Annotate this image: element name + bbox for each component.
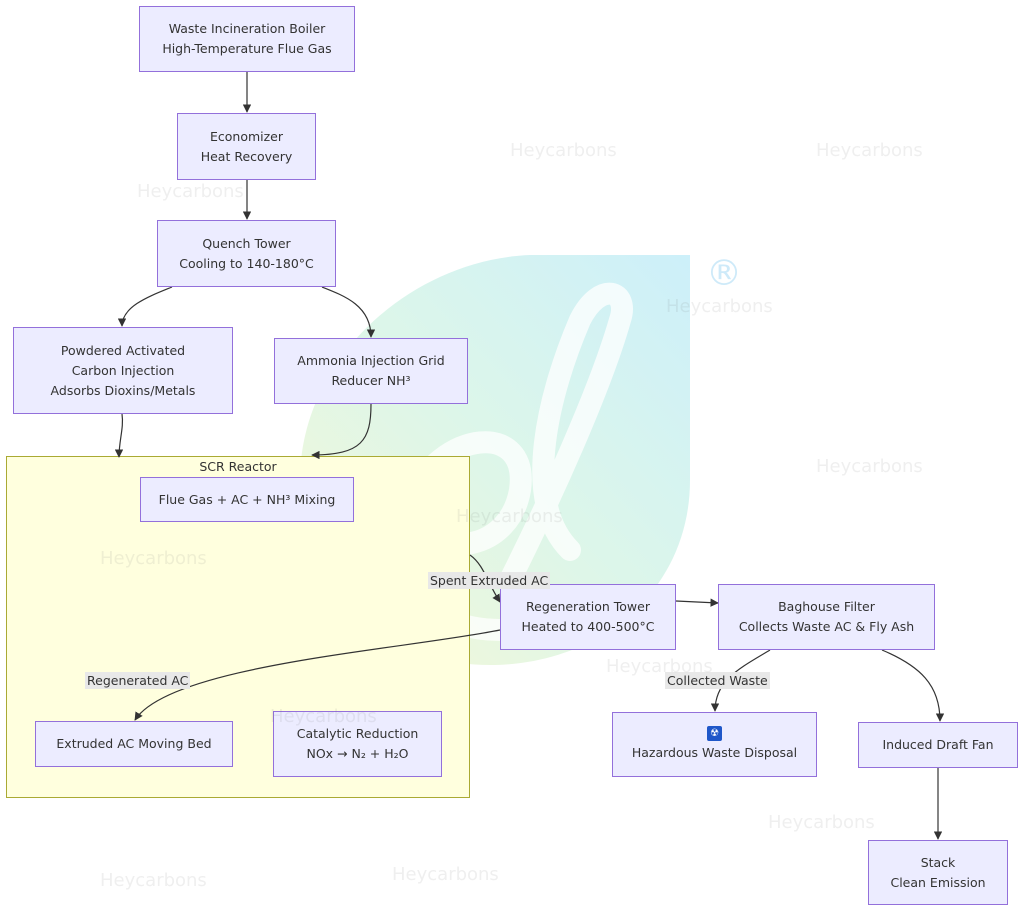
node-line: Waste Incineration Boiler bbox=[168, 21, 326, 36]
node-line: Quench Tower bbox=[202, 235, 291, 251]
node-line: NOx → N₂ + H₂O bbox=[306, 746, 409, 761]
node-mixing: Flue Gas + AC + NH³ Mixing bbox=[140, 477, 354, 522]
node-baghouse-filter: Baghouse Filter Collects Waste AC & Fly … bbox=[718, 584, 935, 650]
node-line: Heat Recovery bbox=[200, 148, 293, 164]
node-line: Heated to 400-500°C bbox=[521, 619, 655, 634]
edge-pac-mixing bbox=[114, 413, 124, 458]
node-line: Reducer NH³ bbox=[331, 373, 411, 388]
cluster-title: SCR Reactor bbox=[199, 459, 277, 474]
watermark-text: Heycarbons bbox=[816, 456, 923, 477]
node-line: Powdered Activated bbox=[60, 342, 186, 358]
watermark-text: Heycarbons bbox=[392, 864, 499, 885]
node-line: Hazardous Waste Disposal bbox=[631, 745, 798, 760]
watermark-text: Heycarbons bbox=[456, 506, 563, 527]
node-line: Collects Waste AC & Fly Ash bbox=[738, 619, 915, 634]
node-line: Cooling to 140-180°C bbox=[179, 255, 314, 271]
node-stack: Stack Clean Emission bbox=[868, 840, 1008, 905]
edge-label-collected-waste: Collected Waste bbox=[665, 672, 770, 689]
edge-quench-pac bbox=[117, 286, 173, 327]
edge-ammonia-mixing bbox=[311, 403, 372, 460]
node-extruded-ac-moving-bed: Extruded AC Moving Bed bbox=[35, 721, 233, 767]
watermark-text: Heycarbons bbox=[816, 140, 923, 161]
watermark-text: Heycarbons bbox=[768, 812, 875, 833]
node-ammonia-injection-grid: Ammonia Injection Grid Reducer NH³ bbox=[274, 338, 468, 404]
node-regeneration-tower: Regeneration Tower Heated to 400-500°C bbox=[500, 584, 676, 650]
node-line: Induced Draft Fan bbox=[882, 737, 994, 752]
node-line: Stack bbox=[920, 854, 956, 870]
watermark-text: Heycarbons bbox=[100, 870, 207, 891]
node-line: Clean Emission bbox=[890, 874, 986, 890]
node-powdered-activated-carbon: Powdered Activated Carbon Injection Adso… bbox=[13, 327, 233, 414]
watermark-text: Heycarbons bbox=[510, 140, 617, 161]
hazard-icon: ☢ bbox=[707, 726, 722, 743]
node-line: Carbon Injection bbox=[71, 362, 175, 378]
watermark-text: Heycarbons bbox=[137, 181, 244, 202]
edge-baghouse-fan bbox=[881, 649, 945, 722]
node-line: Baghouse Filter bbox=[778, 599, 875, 614]
edge-quench-ammonia bbox=[321, 286, 376, 338]
node-catalytic-reduction: Catalytic Reduction NOx → N₂ + H₂O bbox=[273, 711, 442, 777]
node-quench-tower: Quench Tower Cooling to 140-180°C bbox=[157, 220, 336, 287]
node-line: Ammonia Injection Grid bbox=[297, 353, 445, 368]
node-hazardous-waste-disposal: ☢ Hazardous Waste Disposal bbox=[612, 712, 817, 777]
node-induced-draft-fan: Induced Draft Fan bbox=[858, 722, 1018, 768]
node-line: Extruded AC Moving Bed bbox=[56, 736, 212, 751]
node-line: Economizer bbox=[209, 128, 284, 144]
node-line: Adsorbs Dioxins/Metals bbox=[50, 382, 196, 398]
node-economizer: Economizer Heat Recovery bbox=[177, 113, 316, 180]
node-line: Catalytic Reduction bbox=[296, 726, 419, 741]
watermark-text: Heycarbons bbox=[666, 296, 773, 317]
node-line: High-Temperature Flue Gas bbox=[162, 41, 332, 56]
edge-label-spent-extruded-ac: Spent Extruded AC bbox=[428, 572, 551, 589]
edge-label-regenerated-ac: Regenerated AC bbox=[85, 672, 191, 689]
node-line: Flue Gas + AC + NH³ Mixing bbox=[158, 491, 336, 507]
node-waste-incineration-boiler: Waste Incineration Boiler High-Temperatu… bbox=[139, 6, 355, 72]
node-line: Regeneration Tower bbox=[526, 599, 650, 614]
registered-mark: ® bbox=[706, 253, 742, 294]
edge-regen-baghouse bbox=[675, 598, 719, 607]
